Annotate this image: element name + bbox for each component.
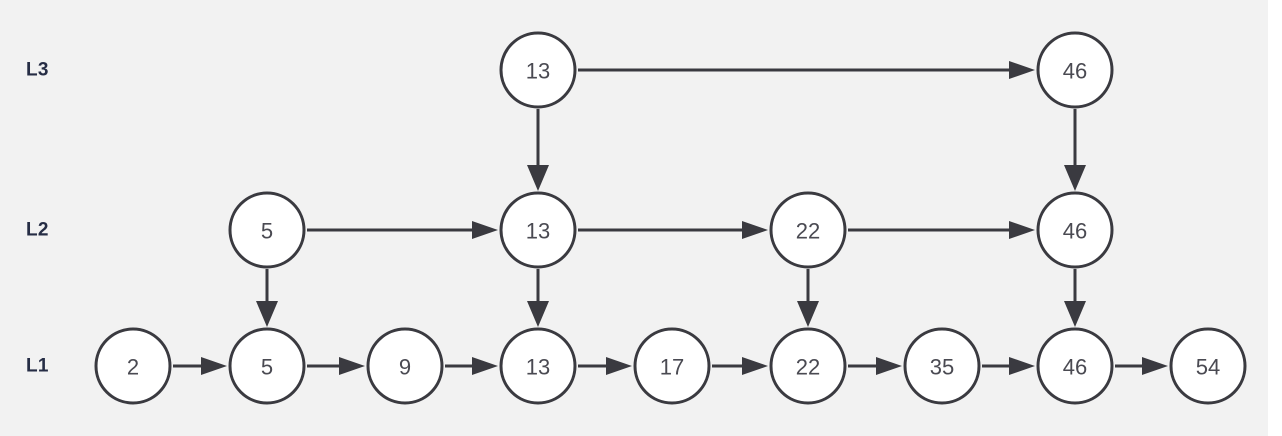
skip-list-node[interactable]: 54	[1169, 327, 1247, 405]
node-circle	[499, 327, 577, 405]
forward-link-l3-13-to-l3-46	[578, 61, 1035, 79]
node-circle	[1036, 327, 1114, 405]
forward-link-l2-22-to-l2-46	[848, 221, 1035, 239]
node-circle	[903, 327, 981, 405]
skip-list-node[interactable]: 5	[228, 327, 306, 405]
node-circle	[228, 191, 306, 269]
level-label-l2: L2	[26, 219, 49, 241]
level-label-l1: L1	[26, 355, 49, 377]
node-circle	[499, 191, 577, 269]
node-value: 46	[1063, 219, 1087, 244]
down-link-l3-46-to-l2-46	[1064, 109, 1086, 191]
node-circle	[1169, 327, 1247, 405]
node-value: 5	[261, 219, 273, 244]
down-link-l3-13-to-l2-13	[527, 109, 549, 191]
forward-link-l1-9-to-l1-13	[445, 357, 498, 375]
node-circle	[769, 191, 847, 269]
skip-list-node[interactable]: 22	[769, 327, 847, 405]
forward-link-l1-35-to-l1-46	[982, 357, 1035, 375]
node-circle	[633, 327, 711, 405]
node-circle	[1036, 31, 1114, 109]
forward-link-l1-17-to-l1-22	[712, 357, 768, 375]
node-value: 54	[1196, 355, 1220, 380]
node-circle	[499, 31, 577, 109]
forward-link-l1-5-to-l1-9	[307, 357, 365, 375]
edges-layer	[173, 61, 1168, 375]
node-value: 46	[1063, 59, 1087, 84]
nodes-layer: 13 46 5 13 22 46 2 5 9 13 17 22 35 46 54	[94, 31, 1247, 405]
node-circle	[228, 327, 306, 405]
node-value: 13	[526, 219, 550, 244]
node-value: 17	[660, 355, 684, 380]
node-value: 9	[399, 355, 411, 380]
node-value: 2	[127, 355, 139, 380]
forward-link-l2-5-to-l2-13	[307, 221, 498, 239]
down-link-l2-22-to-l1-22	[797, 269, 819, 327]
node-circle	[769, 327, 847, 405]
skip-list-node[interactable]: 2	[94, 327, 172, 405]
skip-list-node[interactable]: 13	[499, 327, 577, 405]
node-value: 46	[1063, 355, 1087, 380]
node-circle	[94, 327, 172, 405]
node-value: 22	[796, 355, 820, 380]
down-link-l2-13-to-l1-13	[527, 269, 549, 327]
node-value: 22	[796, 219, 820, 244]
node-circle	[366, 327, 444, 405]
node-value: 35	[930, 355, 954, 380]
node-circle	[1036, 191, 1114, 269]
node-value: 5	[261, 355, 273, 380]
forward-link-l1-2-to-l1-5	[173, 357, 227, 375]
skip-list-node[interactable]: 17	[633, 327, 711, 405]
skip-list-node[interactable]: 22	[769, 191, 847, 269]
skip-list-node[interactable]: 13	[499, 31, 577, 109]
skip-list-node[interactable]: 35	[903, 327, 981, 405]
node-value: 13	[526, 59, 550, 84]
skip-list-node[interactable]: 46	[1036, 191, 1114, 269]
skip-list-node[interactable]: 46	[1036, 31, 1114, 109]
down-link-l2-5-to-l1-5	[256, 269, 278, 327]
forward-link-l1-22-to-l1-35	[848, 357, 902, 375]
forward-link-l1-13-to-l1-17	[578, 357, 632, 375]
skip-list-node[interactable]: 13	[499, 191, 577, 269]
skip-list-node[interactable]: 9	[366, 327, 444, 405]
node-value: 13	[526, 355, 550, 380]
forward-link-l2-13-to-l2-22	[578, 221, 768, 239]
forward-link-l1-46-to-l1-54	[1115, 357, 1168, 375]
down-link-l2-46-to-l1-46	[1064, 269, 1086, 327]
level-label-l3: L3	[26, 59, 49, 81]
skip-list-node[interactable]: 46	[1036, 327, 1114, 405]
skip-list-node[interactable]: 5	[228, 191, 306, 269]
